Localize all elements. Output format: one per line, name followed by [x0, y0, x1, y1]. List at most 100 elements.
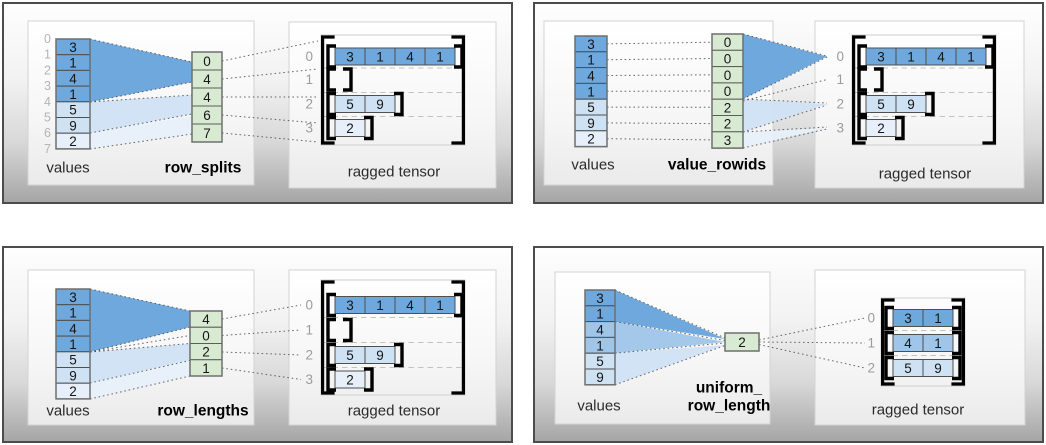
values-cell-label: 1: [596, 338, 604, 353]
dotted-connector: [221, 68, 319, 80]
param-label: value_rowids: [668, 157, 766, 174]
param-cell-label: 0: [724, 84, 732, 99]
tensor-cell-label: 3: [346, 50, 354, 65]
tensor-cell-label: 1: [376, 298, 384, 313]
value-index-label: 4: [44, 95, 51, 109]
param-column-outline: [189, 310, 223, 377]
dotted-connector: [221, 114, 319, 124]
row-bracket-close: [874, 67, 884, 92]
dotted-connector: [742, 79, 828, 102]
row-index-label: 0: [867, 311, 875, 326]
row-bracket-close: [343, 67, 353, 92]
row-bracket-close: [364, 115, 374, 141]
values-cell-label: 4: [587, 69, 595, 84]
row-bracket-open: [326, 67, 336, 92]
outer-bracket-right: [982, 35, 996, 145]
row-index-label: 0: [305, 298, 313, 313]
value-index-label: 6: [44, 126, 51, 140]
row-index-label: 0: [305, 49, 313, 64]
row-index-label: 0: [836, 49, 844, 64]
param-column-outline: [711, 33, 744, 149]
param-cell-label: 7: [203, 126, 211, 141]
outer-bracket-left: [881, 298, 895, 386]
tensor-cell: [955, 47, 987, 66]
row-bracket-open: [857, 67, 867, 92]
funnel-shape: [743, 128, 827, 148]
values-cell-label: 5: [587, 100, 595, 115]
tensor-cell-label: 1: [934, 311, 942, 326]
param-column-outline: [191, 51, 223, 143]
values-column-outline: [55, 288, 91, 400]
row-bracket-open: [857, 115, 867, 141]
row-index-label: 3: [305, 372, 313, 387]
row-index-label: 1: [305, 323, 313, 338]
values-cell-label: 1: [69, 87, 77, 102]
ragged-tensor-label: ragged tensor: [348, 403, 441, 420]
row-bracket-close: [394, 91, 404, 117]
values-cell-label: 1: [69, 337, 77, 352]
tensor-cell-label: 1: [967, 50, 975, 65]
row-bracket-open: [326, 342, 336, 368]
tensor-cell-label: 1: [934, 336, 942, 351]
param-cell-label: 0: [724, 35, 732, 50]
dotted-connector: [742, 126, 828, 133]
row-bracket-open: [326, 292, 336, 318]
tensor-cell-label: 3: [877, 50, 885, 65]
param-label: uniform_: [696, 380, 763, 397]
values-cell-label: 4: [596, 323, 604, 338]
value-index-label: 1: [44, 48, 51, 62]
param-cell-label: 0: [202, 328, 210, 343]
value-index-label: 2: [44, 63, 51, 77]
tensor-cell-label: 5: [346, 97, 354, 112]
dotted-connector: [614, 345, 726, 386]
param-cell-label: 2: [724, 100, 732, 115]
param-label-line2: row_length: [688, 398, 771, 415]
param-cell-label: 2: [738, 335, 746, 350]
tensor-cell-label: 4: [406, 298, 414, 313]
funnel-shape: [743, 99, 827, 132]
values-cell-label: 1: [69, 306, 77, 321]
outer-bracket-right: [451, 280, 465, 395]
row-bracket-open: [326, 317, 336, 343]
outer-bracket-left: [321, 35, 335, 145]
param-cell-label: 0: [724, 68, 732, 83]
dotted-connector: [742, 128, 828, 149]
tensor-cell-label: 3: [346, 298, 354, 313]
funnel-shape: [90, 343, 190, 383]
row-bracket-close: [895, 115, 905, 141]
values-cell-label: 9: [587, 116, 595, 131]
values-cell-label: 1: [587, 53, 595, 68]
tensor-cell: [364, 346, 396, 364]
tensor-cell: [424, 47, 456, 66]
values-label: values: [577, 398, 620, 415]
row-index-label: 2: [305, 348, 313, 363]
value-index-label: 3: [44, 79, 51, 93]
dotted-connector: [89, 335, 191, 353]
values-cell-label: 3: [69, 40, 77, 55]
tensor-cell: [334, 370, 366, 389]
values-cell-label: 5: [596, 354, 604, 369]
dotted-connector: [614, 321, 726, 341]
value-index-label: 5: [44, 111, 51, 125]
tensor-cell-label: 2: [346, 121, 354, 136]
tensor-cell-label: 5: [904, 361, 912, 376]
value-index-label: 7: [44, 142, 51, 156]
tensor-cell-label: 5: [346, 348, 354, 363]
values-cell-label: 2: [69, 134, 77, 149]
row-index-label: 2: [867, 361, 875, 376]
outer-bracket-left: [852, 35, 866, 145]
tensor-cell: [922, 359, 954, 377]
tensor-cell-label: 4: [904, 336, 912, 351]
ragged-tensor-label: ragged tensor: [348, 164, 441, 181]
values-cell-label: 3: [596, 291, 604, 306]
values-cell-label: 1: [587, 84, 595, 99]
tensor-cell-label: 1: [436, 298, 444, 313]
tensor-cell: [364, 95, 396, 113]
values-cell-label: 1: [69, 56, 77, 71]
tensor-cell-label: 2: [877, 121, 885, 136]
dotted-connector: [742, 33, 828, 57]
values-cell-label: 3: [69, 290, 77, 305]
